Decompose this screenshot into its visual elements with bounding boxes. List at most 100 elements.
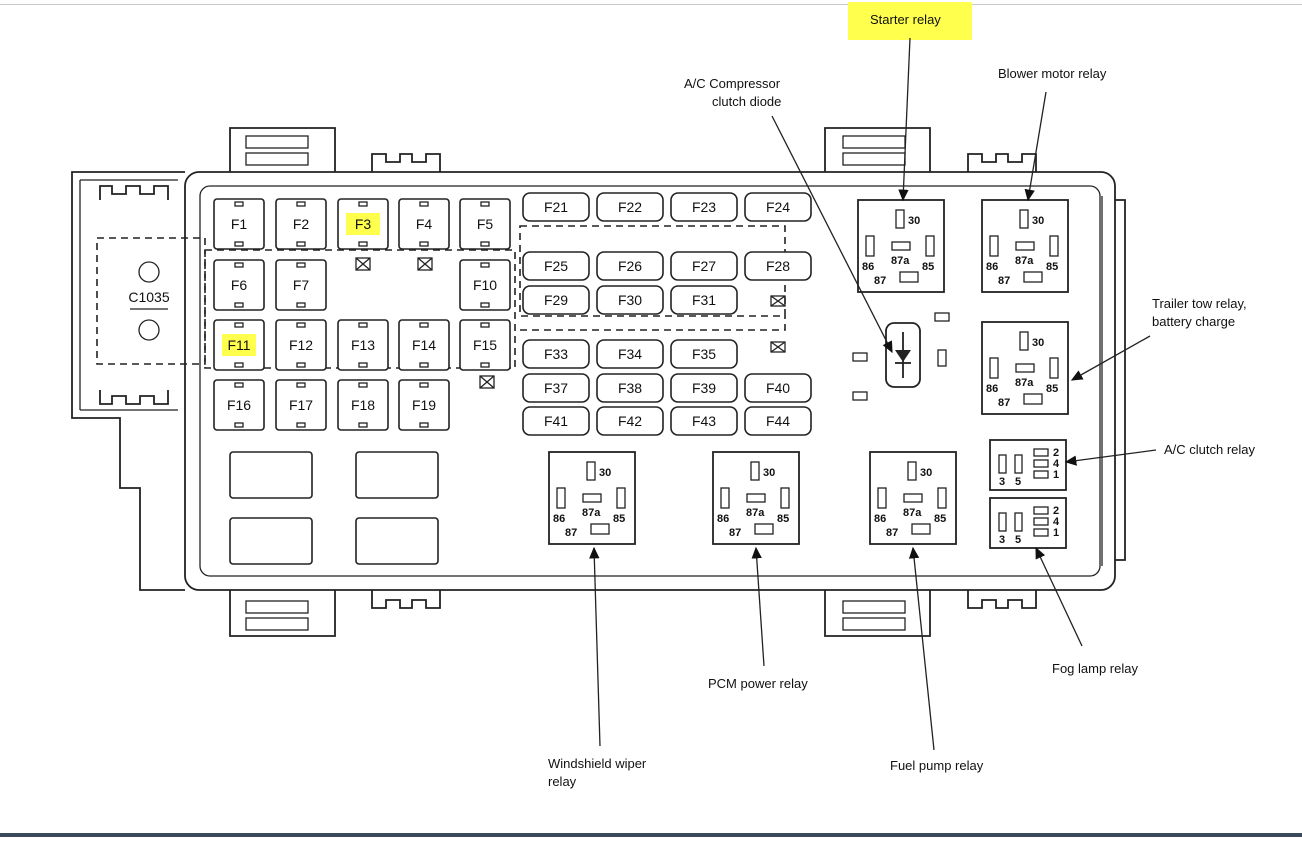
fuse-label: F4: [416, 216, 433, 232]
relay-pin-label: 85: [777, 513, 789, 525]
relay-pin-label: 3: [999, 534, 1005, 546]
fuse-label: F42: [618, 413, 642, 429]
fuse-label: F13: [351, 337, 375, 353]
bottom-bar: [0, 833, 1302, 837]
callout-fog-lamp-relay: Fog lamp relay: [1052, 661, 1138, 676]
empty-slots: [229, 451, 439, 565]
fuse-f42: F42: [596, 406, 664, 436]
fuse-f41: F41: [522, 406, 590, 436]
fuse-f25: F25: [522, 251, 590, 281]
fuse-label: F17: [289, 397, 313, 413]
fuse-highlight: [346, 213, 380, 235]
callout-pcm-power-relay: PCM power relay: [708, 676, 808, 691]
callout-wiper-relay-line1: Windshield wiper: [548, 756, 647, 771]
callout-wiper-relay-line2: relay: [548, 774, 577, 789]
fuse-label: F15: [473, 337, 497, 353]
callout-starter-relay: Starter relay: [870, 12, 941, 27]
relay-pin-label: 1: [1053, 527, 1059, 539]
fuse-f31: F31: [670, 285, 738, 315]
callout-fuel-pump-relay: Fuel pump relay: [890, 758, 984, 773]
callout-trailer-tow-line1: Trailer tow relay,: [1152, 296, 1247, 311]
fuse-label: F39: [692, 380, 716, 396]
relay-pin-label: 86: [874, 513, 886, 525]
fuse-label: F23: [692, 199, 716, 215]
fuse-label: F27: [692, 258, 716, 274]
callout-trailer-tow-line2: battery charge: [1152, 314, 1235, 329]
relay-pin-label: 87: [729, 527, 741, 539]
fuse-f13: F13: [337, 319, 389, 371]
fuse-label: F29: [544, 292, 568, 308]
fuse-label: F1: [231, 216, 248, 232]
relay-pin-label: 85: [613, 513, 625, 525]
fuse-label: F40: [766, 380, 790, 396]
fuse-label: F12: [289, 337, 313, 353]
relay-pin-label: 1: [1053, 469, 1059, 481]
callout-ac-diode-line1: A/C Compressor: [684, 76, 781, 91]
relay-pin-label: 5: [1015, 534, 1021, 546]
fuse-f11: F11: [213, 319, 265, 371]
fuse-f2: F2: [275, 198, 327, 250]
relay-pin-label: 86: [986, 383, 998, 395]
fuse-f1: F1: [213, 198, 265, 250]
relay-pin-label: 2: [1053, 505, 1059, 517]
callouts: Starter relay Blower motor relay A/C Com…: [548, 12, 1256, 789]
fuse-label: F34: [618, 346, 642, 362]
fuse-f43: F43: [670, 406, 738, 436]
relay-pin-label: 87: [886, 527, 898, 539]
fuse-label: F7: [293, 277, 310, 293]
fuse-f14: F14: [398, 319, 450, 371]
relay-pin-label: 87a: [1015, 255, 1034, 267]
relay-pin-label: 86: [717, 513, 729, 525]
fuse-label: F25: [544, 258, 568, 274]
fuse-label: F28: [766, 258, 790, 274]
relay-pin-label: 3: [999, 476, 1005, 488]
fuse-label: F14: [412, 337, 436, 353]
relay-pin-label: 85: [934, 513, 946, 525]
relay-pin-label: 87: [565, 527, 577, 539]
fuse-f35: F35: [670, 339, 738, 369]
fuse-f3: F3: [337, 198, 389, 250]
fuse-label: F41: [544, 413, 568, 429]
fuse-f21: F21: [522, 192, 590, 222]
fuse-label: F35: [692, 346, 716, 362]
fuse-f24: F24: [744, 192, 812, 222]
relay-pin-label: 30: [1032, 215, 1044, 227]
fuse-f16: F16: [213, 379, 265, 431]
callout-ac-clutch-relay: A/C clutch relay: [1164, 442, 1256, 457]
relay-pin-label: 86: [862, 261, 874, 273]
fuse-f44: F44: [744, 406, 812, 436]
fuse-label: F33: [544, 346, 568, 362]
fuse-f12: F12: [275, 319, 327, 371]
fuse-f22: F22: [596, 192, 664, 222]
fuse-label: F3: [355, 216, 372, 232]
fuse-label: F26: [618, 258, 642, 274]
fuse-label: F2: [293, 216, 310, 232]
fuse-f34: F34: [596, 339, 664, 369]
fuse-highlight: [222, 334, 256, 356]
relay-pin-label: 86: [986, 261, 998, 273]
fuse-label: F16: [227, 397, 251, 413]
relay-pin-label: 86: [553, 513, 565, 525]
connector-label: C1035: [128, 289, 169, 305]
relay-pin-label: 30: [908, 215, 920, 227]
relay-pin-label: 85: [1046, 383, 1058, 395]
relay-pin-label: 30: [1032, 337, 1044, 349]
fuse-f4: F4: [398, 198, 450, 250]
fuse-f39: F39: [670, 373, 738, 403]
fuse-label: F18: [351, 397, 375, 413]
relay-pin-label: 87: [874, 275, 886, 287]
relay-pin-label: 85: [1046, 261, 1058, 273]
fuse-f26: F26: [596, 251, 664, 281]
fuse-label: F31: [692, 292, 716, 308]
fuse-f28: F28: [744, 251, 812, 281]
relay-pin-label: 4: [1053, 516, 1060, 528]
relay-pin-label: 4: [1053, 458, 1060, 470]
relay-pin-label: 5: [1015, 476, 1021, 488]
fuse-f38: F38: [596, 373, 664, 403]
